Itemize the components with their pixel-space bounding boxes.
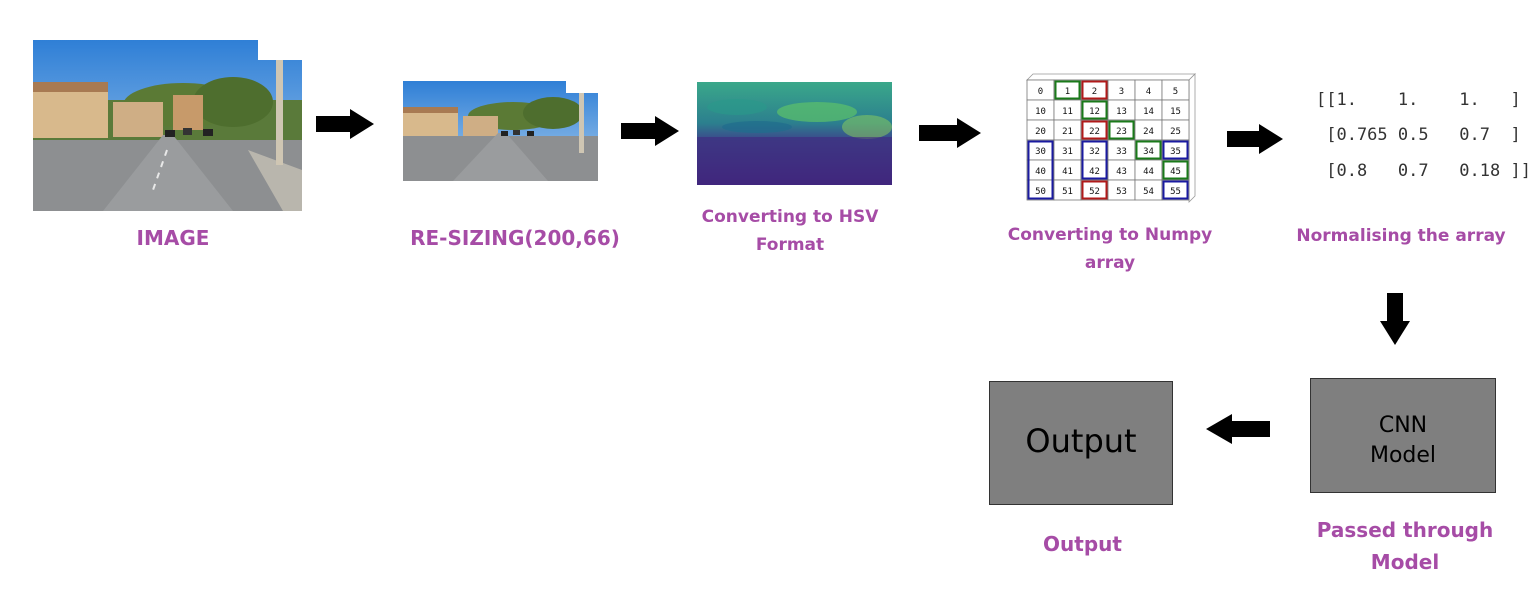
grid-cell-value: 24 (1143, 127, 1154, 137)
grid-cell-value: 12 (1089, 107, 1100, 117)
grid-cell-value: 51 (1062, 187, 1073, 197)
grid-cell-value: 30 (1035, 147, 1046, 157)
down-arrow-icon (1380, 293, 1410, 345)
grid-cell-value: 14 (1143, 107, 1154, 117)
resized-image (403, 81, 598, 181)
grid-cell-value: 33 (1116, 147, 1127, 157)
grid-cell (1161, 179, 1190, 201)
grid-cell-value: 22 (1089, 127, 1100, 137)
grid-cell-value: 41 (1062, 167, 1073, 177)
grid-highlight (1162, 180, 1189, 200)
grid-highlight (1135, 140, 1162, 160)
label-normalise: Normalising the array (1296, 226, 1506, 246)
array-row-3: [0.8 0.7 0.18 ]] (1316, 161, 1531, 181)
grid-cell-value: 40 (1035, 167, 1046, 177)
array-row-2: [0.765 0.5 0.7 ] (1316, 125, 1521, 145)
grid-cell-value: 25 (1170, 127, 1181, 137)
label-image: IMAGE (136, 226, 210, 250)
label-resize: RE-SIZING(200,66) (410, 226, 620, 250)
grid-cell-value: 13 (1116, 107, 1127, 117)
label-output: Output (1043, 532, 1122, 556)
right-arrow-icon (621, 116, 679, 146)
grid-cell-value: 52 (1089, 187, 1100, 197)
array-row-1: [[1. 1. 1. ] (1316, 90, 1521, 110)
grid-cell-value: 34 (1143, 147, 1154, 157)
grid-cell-value: 10 (1035, 107, 1046, 117)
label-hsv: Converting to HSV Format (701, 207, 879, 255)
hsv-photo (697, 82, 892, 185)
output-box: Output (989, 381, 1173, 505)
label-numpy: Converting to Numpy array (1007, 225, 1213, 273)
label-model: Passed through Model (1316, 518, 1494, 574)
grid-cell-value: 55 (1170, 187, 1181, 197)
grid-cell-value: 4 (1146, 87, 1151, 97)
grid-cell-value: 32 (1089, 147, 1100, 157)
grid-cell-value: 5 (1173, 87, 1178, 97)
left-arrow-icon (1206, 414, 1270, 444)
resized-photo (403, 81, 598, 181)
grid-cell-value: 23 (1116, 127, 1127, 137)
street-image (33, 40, 302, 211)
grid-cell-value: 35 (1170, 147, 1181, 157)
output-box-label: Output (1025, 422, 1137, 460)
grid-cell-value: 44 (1143, 167, 1154, 177)
grid-cell-value: 0 (1038, 87, 1043, 97)
right-arrow-icon (316, 109, 374, 139)
cnn-label-line2: Model (1369, 443, 1437, 468)
grid-cell-value: 21 (1062, 127, 1073, 137)
grid-highlight (1081, 140, 1108, 180)
grid-cell-value: 20 (1035, 127, 1046, 137)
cnn-model-box: CNN Model (1310, 378, 1496, 493)
grid-highlight (1108, 120, 1135, 140)
grid-cell-value: 15 (1170, 107, 1181, 117)
grid-highlight (1054, 80, 1081, 100)
grid-highlight (1162, 160, 1189, 180)
grid-highlight (1081, 80, 1108, 100)
grid-cell-value: 53 (1116, 187, 1127, 197)
grid-cell-value: 11 (1062, 107, 1073, 117)
grid-cell-value: 2 (1092, 87, 1097, 97)
grid-cell-value: 42 (1089, 167, 1100, 177)
street-photo (33, 40, 302, 211)
grid-cell-value: 3 (1119, 87, 1124, 97)
hsv-image (697, 82, 892, 185)
right-arrow-icon (919, 118, 981, 148)
grid-highlight (1162, 140, 1189, 160)
grid-cell-value: 1 (1065, 87, 1070, 97)
grid-cell-value: 31 (1062, 147, 1073, 157)
grid-highlight (1081, 100, 1108, 120)
grid-cell-value: 50 (1035, 187, 1046, 197)
grid-highlight (1081, 180, 1108, 200)
grid-cell-value: 54 (1143, 187, 1154, 197)
grid-highlight (1081, 120, 1108, 140)
right-arrow-icon (1227, 124, 1283, 154)
grid-cell-value: 45 (1170, 167, 1181, 177)
grid-cell-value: 43 (1116, 167, 1127, 177)
grid-highlight (1027, 140, 1054, 200)
cnn-label-line1: CNN (1378, 413, 1428, 438)
